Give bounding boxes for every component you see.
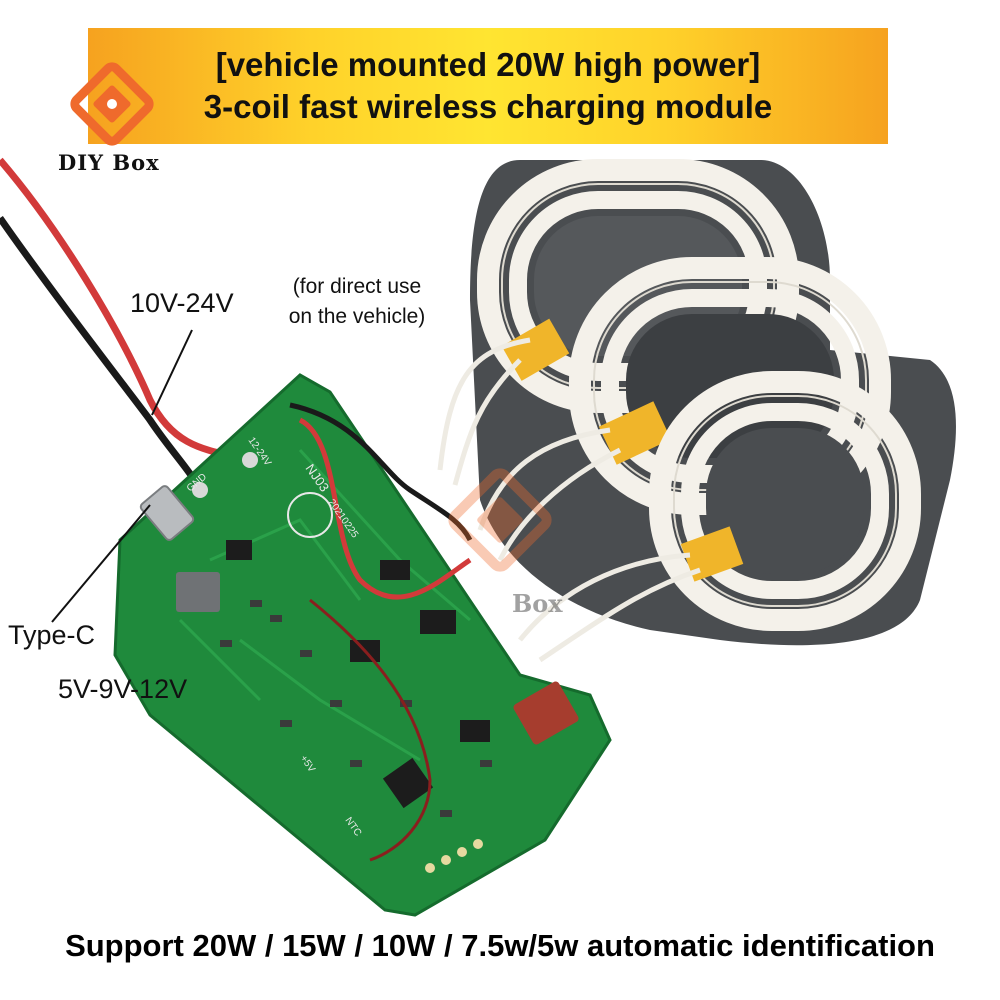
brand-name: DIY Box — [58, 150, 160, 175]
black-input-wire — [0, 216, 204, 492]
watermark-text: Box — [512, 589, 563, 618]
red-input-wire — [0, 157, 251, 464]
title-line-1: [vehicle mounted 20W high power] — [215, 46, 761, 83]
label-vehicle-note-line-2: on the vehicle) — [288, 305, 426, 328]
driver-chip — [420, 610, 456, 634]
red-board-wire — [298, 417, 472, 600]
label-vehicle-note-line-1: (for direct use — [292, 275, 422, 298]
callout-line-input — [151, 329, 193, 416]
tape-3 — [680, 526, 744, 582]
mcu-chip — [382, 757, 434, 809]
coil-3 — [649, 371, 921, 631]
inductor — [176, 572, 220, 612]
label-port-type: Type-C — [8, 620, 96, 650]
brand-logo-icon — [70, 62, 154, 146]
coil-lead-wires — [437, 337, 701, 663]
callout-line-typec — [51, 504, 151, 623]
title-line-2: 3-coil fast wireless charging module — [203, 88, 773, 125]
tape-1 — [501, 318, 570, 381]
label-port-voltage: 5V-9V-12V — [58, 674, 188, 704]
ntc-wire — [309, 598, 432, 862]
pcb-board — [113, 373, 612, 917]
black-board-wire — [289, 402, 473, 542]
type-c-port — [139, 485, 195, 541]
watermark-logo-icon — [448, 468, 552, 572]
film-capacitor — [513, 681, 579, 745]
title-banner: [vehicle mounted 20W high power] 3-coil … — [88, 28, 888, 144]
footer-caption: Support 20W / 15W / 10W / 7.5w/5w automa… — [65, 928, 935, 963]
label-vehicle-note: (for direct use on the vehicle) — [262, 272, 452, 332]
label-input-voltage: 10V-24V — [130, 288, 234, 318]
